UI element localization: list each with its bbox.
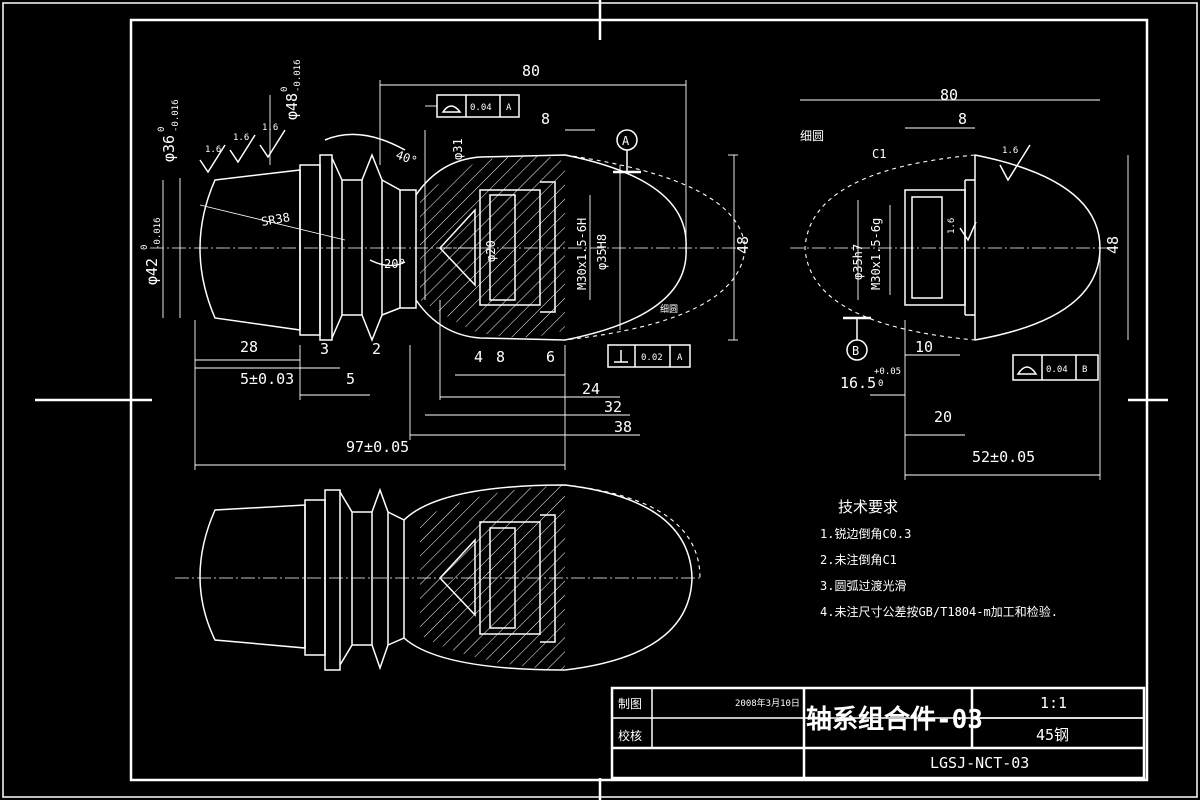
title-block	[610, 686, 1146, 780]
notes-title: 技术要求	[838, 498, 898, 516]
datum-a-label: A	[622, 134, 630, 148]
side-dim-8: 8	[958, 110, 967, 128]
date-label: 2008年3月10日	[735, 697, 800, 709]
tol-top-datum: A	[506, 103, 512, 113]
dia-36-tol-up: 0	[157, 127, 167, 132]
tolerance-frame-top	[425, 94, 520, 118]
note-1: 1.锐边倒角C0.3	[820, 527, 911, 541]
thread-inner-label: M30x1.5-6H	[575, 218, 589, 290]
side-rough-inner: 1.6	[947, 218, 957, 234]
main-view-dimensions	[162, 80, 738, 470]
tol-top-value: 0.04	[470, 103, 492, 113]
material-label: 45钢	[1036, 726, 1069, 744]
dia-36-tol-low: -0.016	[171, 99, 181, 132]
dim-24: 24	[582, 380, 600, 398]
dim-38: 38	[614, 418, 632, 436]
datum-b-symbol	[843, 316, 871, 361]
side-dim-16-5-up: +0.05	[874, 367, 901, 377]
tol-bottom-datum: A	[677, 353, 683, 363]
side-dim-10: 10	[915, 338, 933, 356]
roughness-symbols-main	[199, 129, 286, 174]
dim-6: 6	[546, 348, 555, 366]
tolerance-frame-side	[1012, 354, 1099, 381]
check-label: 校核	[618, 728, 642, 743]
note-4: 4.未注尺寸公差按GB/T1804-m加工和检验.	[820, 604, 1058, 619]
side-height-48: 48	[1104, 236, 1122, 254]
note-3: 3.圆弧过渡光滑	[820, 578, 906, 593]
dim-28: 28	[240, 338, 258, 356]
side-overall-length: 80	[940, 86, 958, 104]
bottom-view	[175, 484, 701, 671]
side-note-top: 细圆	[800, 129, 824, 143]
thread-note-label: 细圆	[660, 303, 678, 315]
note-2: 2.未注倒角C1	[820, 552, 897, 567]
dim-3: 3	[320, 340, 329, 358]
side-thread-label: M30x1.5-6g	[869, 218, 883, 290]
chamfer-label: C1	[872, 147, 886, 161]
side-tol-value: 0.04	[1046, 365, 1068, 375]
dim-32: 32	[604, 398, 622, 416]
rough-1-label: 1.6	[205, 145, 221, 155]
sr38-label: SR38	[260, 210, 291, 229]
dia-48-tol-up: 0	[280, 87, 290, 92]
scale-label: 1:1	[1040, 694, 1067, 712]
datum-b-label: B	[852, 344, 859, 358]
dim-8: 8	[496, 348, 505, 366]
side-dim-52: 52±0.05	[972, 448, 1035, 466]
technical-notes: 技术要求 1.锐边倒角C0.3 2.未注倒角C1 3.圆弧过渡光滑 4.未注尺寸…	[820, 498, 1058, 619]
dia-31-label: φ31	[451, 138, 465, 160]
dia-42-label: φ42	[143, 258, 161, 285]
dim-97: 97±0.05	[346, 438, 409, 456]
dim-2: 2	[372, 340, 381, 358]
dia-42-tol-low: -0.016	[153, 217, 163, 250]
dim-8-top-label: 8	[541, 110, 550, 128]
dim-4: 4	[474, 348, 483, 366]
dim-5-003: 5±0.03	[240, 370, 294, 388]
dia-42-tol-up: 0	[140, 245, 150, 250]
side-view-labels: 80 8 细圆 C1 1.6 1.6 φ35h7 M30x1.5-6g 48 B…	[800, 86, 1122, 466]
side-tol-datum: B	[1082, 365, 1087, 375]
main-section-view	[150, 133, 746, 343]
datum-a-symbol	[613, 129, 641, 174]
dia-35-label: φ35h7	[851, 244, 865, 280]
side-dim-16-5-low: 0	[878, 379, 883, 389]
side-dim-20: 20	[934, 408, 952, 426]
dia-48-tol-low: -0.016	[293, 59, 303, 92]
tol-bottom-value: 0.02	[641, 353, 663, 363]
rough-2-label: 1.6	[233, 133, 249, 143]
dim-5: 5	[346, 370, 355, 388]
title-block-labels: 制图 校核 2008年3月10日 轴系组合件-03 1:1 45钢 LGSJ-N…	[618, 694, 1069, 772]
angle-20-label: 20°	[384, 257, 406, 271]
dia-48-label: φ48	[283, 93, 301, 120]
part-name: 轴系组合件-03	[806, 704, 983, 735]
tolerance-frame-bottom	[607, 344, 691, 368]
main-view-labels: 80 8 SR38 40° 20° φ36 0 -0.016 φ48 0 -0.…	[140, 59, 752, 456]
drawing-number: LGSJ-NCT-03	[930, 754, 1029, 772]
side-dim-16-5: 16.5	[840, 374, 876, 392]
angle-40-label: 40°	[394, 148, 419, 169]
rough-3-label: 1.6	[262, 123, 278, 133]
side-view	[790, 99, 1129, 480]
bore-label: φ35H8	[595, 234, 609, 270]
side-rough-label: 1.6	[1002, 146, 1018, 156]
overall-length-label: 80	[522, 62, 540, 80]
dia-36-label: φ36	[160, 135, 178, 162]
drawn-label: 制图	[618, 697, 642, 711]
height-48-label: 48	[734, 236, 752, 254]
dia-20-label: φ20	[484, 240, 498, 262]
